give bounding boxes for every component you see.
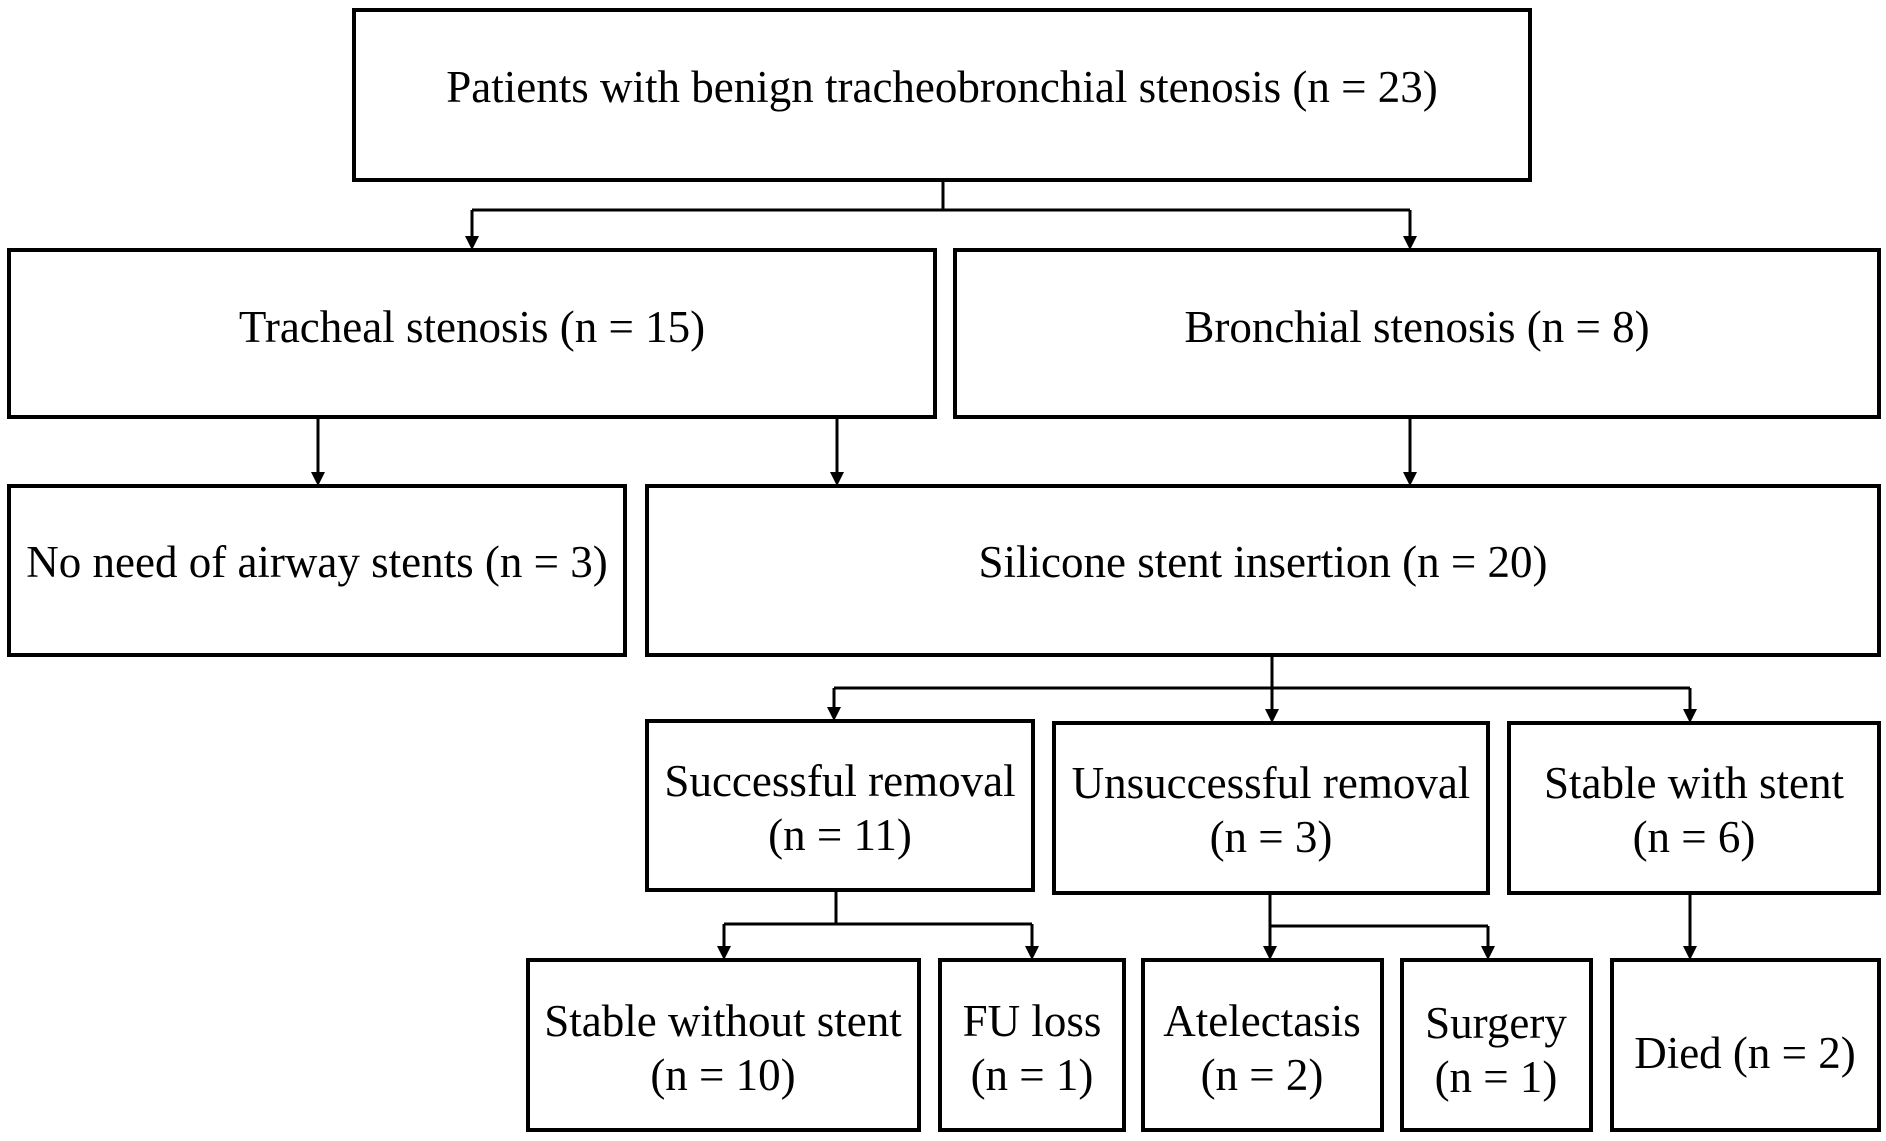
node-box-successful [645, 719, 1035, 892]
node-label-fu-loss-line1: FU loss [963, 996, 1102, 1046]
boxes [7, 8, 1881, 1132]
node-label-stable-with-line1: Stable with stent [1544, 758, 1844, 808]
node-box-patients [352, 8, 1532, 182]
node-box-unsuccessful [1052, 721, 1490, 895]
node-label-atelectasis-line2: (n = 2) [1201, 1050, 1324, 1100]
arrowhead [311, 472, 325, 486]
arrowhead [1683, 946, 1697, 960]
node-label-unsuccessful-line2: (n = 3) [1210, 812, 1333, 862]
arrowhead [827, 707, 841, 721]
node-label-stable-without-line2: (n = 10) [650, 1050, 795, 1100]
arrowhead [1263, 946, 1277, 960]
node-box-tracheal [7, 248, 937, 419]
node-label-tracheal: Tracheal stenosis (n = 15) [239, 302, 705, 352]
labels: Patients with benign tracheobronchial st… [26, 62, 1856, 1102]
node-box-silicone [645, 484, 1881, 657]
node-label-successful-line2: (n = 11) [768, 810, 912, 860]
node-box-fu-loss [938, 958, 1126, 1132]
node-box-stable-with [1507, 721, 1881, 895]
node-label-silicone: Silicone stent insertion (n = 20) [978, 537, 1547, 587]
node-label-bronchial: Bronchial stenosis (n = 8) [1184, 302, 1649, 352]
node-label-died: Died (n = 2) [1634, 1028, 1856, 1078]
arrowhead [1481, 946, 1495, 960]
node-box-stable-without [526, 958, 921, 1132]
node-box-surgery [1400, 958, 1593, 1132]
node-label-unsuccessful-line1: Unsuccessful removal [1072, 758, 1471, 808]
node-label-surgery-line2: (n = 1) [1435, 1052, 1558, 1102]
node-label-stable-without-line1: Stable without stent [544, 996, 902, 1046]
arrowhead [1403, 472, 1417, 486]
node-label-patients: Patients with benign tracheobronchial st… [446, 62, 1437, 112]
arrowhead [465, 236, 479, 250]
node-box-died [1610, 958, 1881, 1132]
node-label-no-stent: No need of airway stents (n = 3) [26, 537, 607, 587]
arrowhead [830, 472, 844, 486]
arrowhead [717, 946, 731, 960]
node-label-surgery-line1: Surgery [1425, 998, 1567, 1048]
node-label-atelectasis-line1: Atelectasis [1163, 996, 1360, 1046]
node-box-bronchial [953, 248, 1881, 419]
node-label-fu-loss-line2: (n = 1) [971, 1050, 1094, 1100]
arrowhead [1403, 236, 1417, 250]
node-box-atelectasis [1141, 958, 1384, 1132]
connectors [311, 180, 1697, 960]
arrowhead [1265, 709, 1279, 723]
node-label-successful-line1: Successful removal [664, 756, 1015, 806]
node-box-no-stent [7, 484, 627, 657]
arrowhead [1025, 946, 1039, 960]
arrowhead [1683, 709, 1697, 723]
node-label-stable-with-line2: (n = 6) [1633, 812, 1756, 862]
